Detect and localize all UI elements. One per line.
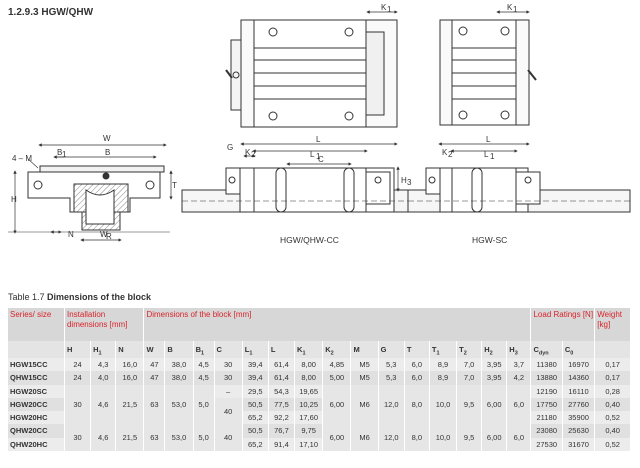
- dim-t: T: [172, 181, 177, 190]
- top-view-cc: [225, 10, 398, 128]
- svg-text:1: 1: [62, 150, 67, 159]
- technical-drawings: K 1 K 1 W B B 1 4 – M H N W: [8, 3, 631, 245]
- dim-k2-cc: K: [245, 148, 251, 157]
- dimensions-table: Series/ size Installation dimensions [mm…: [8, 308, 631, 452]
- dim-h3: H: [401, 176, 407, 185]
- dim-b1: B: [57, 148, 62, 157]
- dim-4m: 4 – M: [12, 154, 32, 163]
- top-view-sc: [439, 10, 537, 126]
- dim-c: C: [318, 155, 324, 164]
- col-b1: B1: [193, 341, 215, 358]
- caption-cc: HGW/QHW-CC: [280, 235, 339, 245]
- dim-wr: W: [100, 230, 108, 239]
- dim-b: B: [105, 148, 110, 157]
- col-c0: C0: [562, 341, 596, 358]
- header-series: Series/ size: [8, 308, 65, 341]
- col-h2: H2: [481, 341, 508, 358]
- col-b: B: [164, 341, 194, 358]
- col-g: G: [378, 341, 405, 358]
- header-block: Dimensions of the block [mm]: [143, 308, 532, 341]
- dim-l-cc: L: [316, 135, 321, 144]
- col-w: W: [143, 341, 166, 358]
- col-l1: L1: [242, 341, 269, 358]
- svg-text:R: R: [106, 232, 112, 241]
- section-title: 1.2.9.3 HGW/QHW: [8, 7, 94, 18]
- col-l: L: [268, 341, 296, 358]
- dim-l1-cc: L: [310, 150, 315, 159]
- header-weight: Weight [kg]: [594, 308, 631, 341]
- dim-n: N: [68, 230, 74, 239]
- col-t: T: [404, 341, 430, 358]
- col-n: N: [115, 341, 145, 358]
- col-h3: H3: [506, 341, 532, 358]
- col-k1: K1: [294, 341, 324, 358]
- svg-text:2: 2: [448, 150, 453, 159]
- col-cdyn: Cdyn: [530, 341, 563, 358]
- col-t1: T1: [429, 341, 458, 358]
- col-t2: T2: [456, 341, 483, 358]
- col-h: H: [64, 341, 92, 358]
- svg-text:1: 1: [316, 152, 321, 161]
- front-view: [8, 143, 173, 242]
- table-caption: Table 1.7 Dimensions of the block: [8, 292, 152, 302]
- col-c: C: [214, 341, 243, 358]
- svg-text:1: 1: [387, 5, 392, 14]
- svg-text:2: 2: [251, 150, 256, 159]
- dim-g: G: [227, 143, 233, 152]
- side-view-cc: [181, 142, 438, 213]
- col-k2: K2: [322, 341, 352, 358]
- header-installation: Installation dimensions [mm]: [64, 308, 145, 341]
- svg-text:1: 1: [513, 5, 518, 14]
- caption-sc: HGW-SC: [472, 235, 507, 245]
- dim-k1-top: K: [381, 3, 387, 12]
- dim-k2-sc: K: [442, 148, 448, 157]
- col-h1: H1: [90, 341, 117, 358]
- svg-text:1: 1: [490, 152, 495, 161]
- dim-k1-sc: K: [507, 3, 513, 12]
- col-m: M: [350, 341, 379, 358]
- header-load: Load Ratings [N]: [530, 308, 596, 341]
- dim-h: H: [11, 195, 17, 204]
- dim-l-sc: L: [486, 135, 491, 144]
- side-view-sc: [407, 142, 631, 213]
- dim-l1-sc: L: [484, 150, 489, 159]
- svg-text:3: 3: [407, 178, 412, 187]
- dim-w: W: [103, 134, 111, 143]
